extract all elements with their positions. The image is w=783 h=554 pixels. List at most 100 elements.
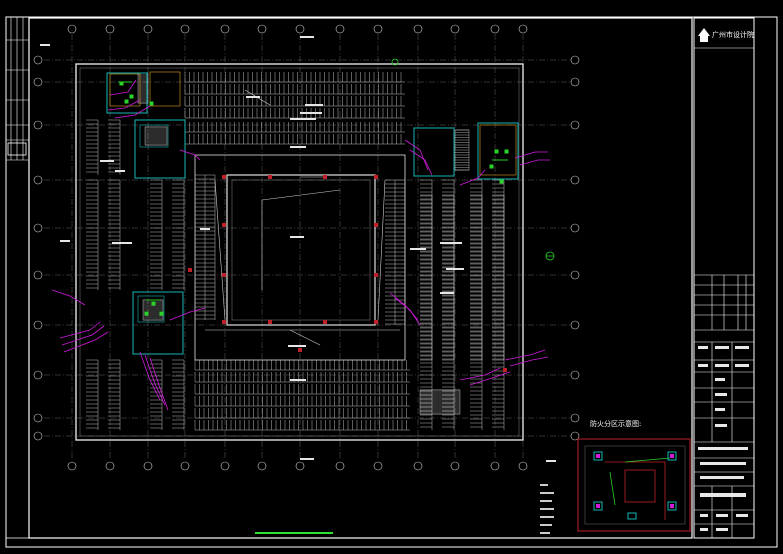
equipment-marker [504, 149, 509, 154]
column-mark [222, 320, 226, 324]
axis-bubble-left [33, 320, 43, 330]
axis-bubble-bottom [105, 461, 115, 471]
axis-bubble-left [33, 270, 43, 280]
level-marker-icon [391, 58, 399, 66]
axis-bubble-right [570, 413, 580, 423]
column-mark [374, 223, 378, 227]
room-label [300, 112, 322, 114]
axis-bubble-right [570, 320, 580, 330]
axis-bubble-bottom [335, 461, 345, 471]
axis-bubble-bottom [257, 461, 267, 471]
axis-bubble-left [33, 413, 43, 423]
callout-leader [149, 357, 169, 411]
axis-bubble-left [33, 55, 43, 65]
equipment-marker [149, 101, 154, 106]
column-mark [222, 273, 226, 277]
column-mark [374, 273, 378, 277]
room-label [290, 236, 304, 238]
axis-bubble-top [67, 24, 77, 34]
axis-bubble-bottom [450, 461, 460, 471]
equipment-marker [489, 164, 494, 169]
room-label [288, 345, 306, 347]
room-label [410, 248, 426, 250]
axis-bubble-right [570, 431, 580, 441]
column-mark [374, 175, 378, 179]
building-outline [75, 63, 524, 441]
sheet-frame [5, 16, 778, 548]
axis-bubble-bottom [180, 461, 190, 471]
axis-bubble-bottom [67, 461, 77, 471]
equipment-marker [144, 311, 149, 316]
axis-bubble-right [570, 270, 580, 280]
callout-leader [109, 79, 137, 96]
core-walls [106, 72, 519, 355]
axis-bubble-left [33, 431, 43, 441]
room-label [546, 460, 556, 462]
axis-bubble-top [518, 24, 528, 34]
column-mark [222, 223, 226, 227]
room-label [305, 104, 323, 106]
callout-leader [144, 354, 166, 406]
axis-bubble-right [570, 175, 580, 185]
room-label [246, 96, 260, 98]
title-block [693, 17, 755, 539]
logo-text: 广州市设计院 [712, 30, 754, 39]
column-mark [323, 320, 327, 324]
callout-leader [509, 356, 549, 367]
room-label [40, 44, 50, 46]
axis-bubble-right [570, 120, 580, 130]
room-label [200, 228, 210, 230]
axis-bubble-top [143, 24, 153, 34]
room-label [290, 379, 306, 381]
callout-leader [514, 151, 548, 159]
zone-legend-title: 防火分区示意图: [590, 419, 641, 428]
equipment-marker [124, 99, 129, 104]
room-label [115, 170, 125, 172]
callout-leader [469, 371, 511, 386]
callout-leader [51, 289, 86, 306]
highlight-zones [109, 71, 517, 176]
zone-legend: 防火分区示意图: [540, 419, 691, 534]
parking-stalls [86, 72, 505, 431]
logo-block: 广州市设计院 [698, 28, 754, 42]
axis-bubble-top [257, 24, 267, 34]
axis-bubble-bottom [295, 461, 305, 471]
room-labels [40, 36, 556, 462]
callout-leader [61, 325, 105, 346]
equipment-markers [118, 81, 509, 316]
room-label [100, 160, 114, 162]
room-label [290, 146, 306, 148]
axis-bubble-left [33, 223, 43, 233]
callout-leader [179, 149, 201, 161]
equipment-marker [159, 311, 164, 316]
axis-bubble-top [335, 24, 345, 34]
structural-columns [188, 175, 507, 372]
equipment-marker [151, 301, 156, 306]
axis-bubble-left [33, 370, 43, 380]
axis-bubble-top [450, 24, 460, 34]
room-label [300, 458, 314, 460]
axis-bubble-top [220, 24, 230, 34]
callout-leader [59, 321, 101, 339]
axis-bubble-top [490, 24, 500, 34]
axis-bubble-right [570, 77, 580, 87]
callout-leader [459, 169, 486, 186]
callout-leader [519, 159, 550, 166]
axis-bubble-top [180, 24, 190, 34]
axis-bubble-bottom [413, 461, 423, 471]
axis-bubble-top [105, 24, 115, 34]
axis-bubbles [33, 24, 580, 471]
axis-bubble-top [295, 24, 305, 34]
equipment-marker [499, 179, 504, 184]
callout-leader [107, 99, 141, 111]
axis-bubble-left [33, 77, 43, 87]
axis-bubble-top [413, 24, 423, 34]
room-label [446, 268, 464, 270]
callout-leader [409, 149, 433, 176]
binding-strip [6, 17, 29, 161]
column-mark [268, 320, 272, 324]
room-label [60, 240, 70, 242]
title-block-labels [698, 346, 749, 531]
